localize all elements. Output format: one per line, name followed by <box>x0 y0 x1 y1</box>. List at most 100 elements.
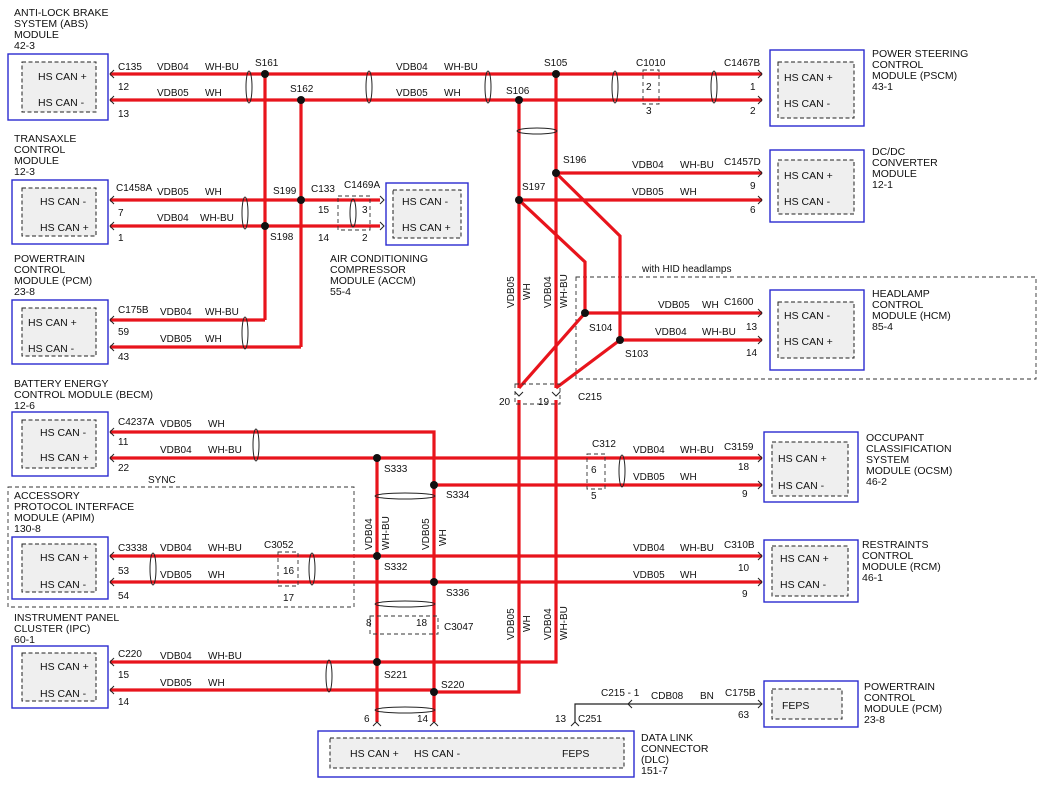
sync-note: SYNC <box>148 475 176 486</box>
ocsm-port-neg: HS CAN - <box>778 480 825 492</box>
svg-text:MODULE (PCM): MODULE (PCM) <box>14 275 92 287</box>
svg-text:WH-BU: WH-BU <box>680 543 714 554</box>
svg-text:CDB08: CDB08 <box>651 691 684 702</box>
svg-text:S105: S105 <box>544 58 568 69</box>
svg-text:151-7: 151-7 <box>641 765 668 777</box>
svg-text:63: 63 <box>738 710 750 721</box>
svg-text:14: 14 <box>118 697 130 708</box>
svg-text:WH-BU: WH-BU <box>205 62 239 73</box>
svg-text:TRANSAXLE: TRANSAXLE <box>14 133 76 145</box>
svg-text:WH-BU: WH-BU <box>205 307 239 318</box>
hid-note: with HID headlamps <box>641 264 731 275</box>
abs-port-neg: HS CAN - <box>38 97 85 109</box>
ocsm-title: OCCUPANT CLASSIFICATION SYSTEM MODULE (O… <box>866 432 952 488</box>
svg-text:VDB05: VDB05 <box>506 276 517 308</box>
svg-text:CONVERTER: CONVERTER <box>872 157 938 169</box>
splice-dots <box>261 70 624 696</box>
svg-text:C3047: C3047 <box>444 622 474 633</box>
svg-text:DATA LINK: DATA LINK <box>641 732 693 744</box>
svg-text:S333: S333 <box>384 464 408 475</box>
svg-text:9: 9 <box>742 489 748 500</box>
svg-text:C215: C215 <box>578 392 602 403</box>
svg-text:9: 9 <box>742 589 748 600</box>
wires <box>110 72 762 722</box>
svg-text:11: 11 <box>118 437 129 448</box>
svg-text:VDB05: VDB05 <box>160 570 192 581</box>
svg-text:S332: S332 <box>384 562 408 573</box>
svg-text:C1457D: C1457D <box>724 157 761 168</box>
svg-text:C310B: C310B <box>724 540 755 551</box>
svg-text:WH: WH <box>205 334 222 345</box>
ipc-title: INSTRUMENT PANEL CLUSTER (IPC) 60-1 <box>14 612 119 646</box>
svg-text:C3159: C3159 <box>724 442 754 453</box>
svg-text:VDB04: VDB04 <box>632 160 664 171</box>
svg-text:MODULE (OCSM): MODULE (OCSM) <box>866 465 952 477</box>
becm-title: BATTERY ENERGY CONTROL MODULE (BECM) 12-… <box>14 378 153 412</box>
svg-text:12: 12 <box>118 82 130 93</box>
svg-text:WH-BU: WH-BU <box>680 160 714 171</box>
accm-module: HS CAN - HS CAN + <box>385 182 469 246</box>
hcm-port-neg: HS CAN - <box>784 310 831 322</box>
hcm-module: HS CAN - HS CAN + <box>769 289 865 371</box>
svg-text:BATTERY ENERGY: BATTERY ENERGY <box>14 378 109 390</box>
svg-text:VDB04: VDB04 <box>160 651 192 662</box>
svg-text:WH: WH <box>702 300 719 311</box>
svg-text:16: 16 <box>283 566 295 577</box>
svg-text:C3338: C3338 <box>118 543 148 554</box>
svg-text:WH-BU: WH-BU <box>702 327 736 338</box>
ipc-module: HS CAN + HS CAN - <box>11 645 109 709</box>
svg-text:WH: WH <box>438 529 449 546</box>
svg-text:VDB04: VDB04 <box>655 327 687 338</box>
svg-text:22: 22 <box>118 463 130 474</box>
pin-numbers: 12 13 7 1 59 43 11 22 53 54 15 14 15 14 … <box>118 82 758 725</box>
dcdc-title: DC/DC CONVERTER MODULE 12-1 <box>872 146 938 191</box>
svg-text:53: 53 <box>118 566 130 577</box>
dlc-module: HS CAN + HS CAN - FEPS <box>317 730 635 778</box>
dlc-port-feps: FEPS <box>562 748 589 760</box>
svg-text:WH: WH <box>208 419 225 430</box>
rcm-port-pos: HS CAN + <box>780 553 829 565</box>
svg-text:42-3: 42-3 <box>14 40 35 52</box>
pcm2-port-feps: FEPS <box>782 700 809 712</box>
svg-text:10: 10 <box>738 563 750 574</box>
svg-text:S334: S334 <box>446 490 470 501</box>
svg-text:C220: C220 <box>118 649 142 660</box>
svg-text:VDB05: VDB05 <box>633 570 665 581</box>
pscm-port-pos: HS CAN + <box>784 72 833 84</box>
svg-text:WH-BU: WH-BU <box>444 62 478 73</box>
svg-text:S104: S104 <box>589 323 613 334</box>
pscm-port-neg: HS CAN - <box>784 98 831 110</box>
svg-text:WH: WH <box>444 88 461 99</box>
svg-text:VDB05: VDB05 <box>160 419 192 430</box>
hcm-title: HEADLAMP CONTROL MODULE (HCM) 85-4 <box>872 288 951 333</box>
svg-text:1: 1 <box>750 82 756 93</box>
svg-text:1: 1 <box>118 233 124 244</box>
svg-text:WH: WH <box>205 187 222 198</box>
svg-text:C135: C135 <box>118 62 142 73</box>
accm-port-neg: HS CAN - <box>402 196 449 208</box>
svg-text:3: 3 <box>362 205 368 216</box>
svg-text:CONTROL: CONTROL <box>14 144 65 156</box>
svg-text:VDB04: VDB04 <box>543 276 554 308</box>
svg-text:WH: WH <box>205 88 222 99</box>
inline-connector-marks <box>277 69 660 635</box>
dlc-port-neg: HS CAN - <box>414 748 461 760</box>
svg-text:15: 15 <box>118 670 130 681</box>
svg-text:ANTI-LOCK BRAKE: ANTI-LOCK BRAKE <box>14 7 109 19</box>
svg-text:WH: WH <box>680 570 697 581</box>
svg-text:2: 2 <box>646 82 652 93</box>
svg-text:VDB04: VDB04 <box>160 445 192 456</box>
splice-labels: S161 S162 S105 S106 S196 S197 S199 S198 … <box>255 58 649 691</box>
svg-text:C175B: C175B <box>725 688 756 699</box>
rcm-port-neg: HS CAN - <box>780 579 827 591</box>
connector-labels: C135 C1458A C175B C4237A C3338 C220 C133… <box>116 58 761 725</box>
abs-port-pos: HS CAN + <box>38 71 87 83</box>
svg-text:WH: WH <box>208 570 225 581</box>
svg-text:SYSTEM (ABS): SYSTEM (ABS) <box>14 18 88 30</box>
svg-text:17: 17 <box>283 593 295 604</box>
pscm-title: POWER STEERING CONTROL MODULE (PSCM) 43-… <box>872 48 968 93</box>
svg-text:VDB05: VDB05 <box>506 608 517 640</box>
svg-text:INSTRUMENT PANEL: INSTRUMENT PANEL <box>14 612 119 624</box>
ipc-port-neg: HS CAN - <box>40 688 87 700</box>
becm-module: HS CAN - HS CAN + <box>11 411 109 477</box>
